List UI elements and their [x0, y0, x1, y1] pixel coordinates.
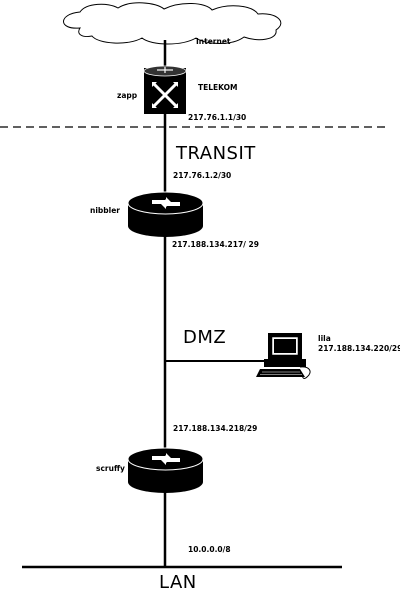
nibbler-router-icon	[127, 191, 204, 237]
lan-label: LAN	[159, 572, 197, 593]
lila-ip-label: 217.188.134.220/29	[318, 344, 400, 353]
scruffy-name-label: scruffy	[96, 464, 125, 473]
lila-name-label: lila	[318, 334, 331, 343]
lila-workstation-icon	[256, 333, 306, 377]
internet-cloud	[63, 2, 282, 45]
scruffy-ip-top-label: 217.188.134.218/29	[173, 424, 258, 433]
nibbler-ip-top-label: 217.76.1.2/30	[173, 171, 232, 180]
zapp-ip-label: 217.76.1.1/30	[188, 113, 247, 122]
scruffy-router-icon	[127, 447, 204, 493]
workstation-cable	[299, 366, 311, 379]
transit-label: TRANSIT	[176, 143, 256, 164]
nibbler-name-label: nibbler	[90, 206, 121, 215]
zapp-provider-label: TELEKOM	[198, 83, 238, 92]
zapp-switch-icon	[143, 65, 187, 114]
nibbler-ip-bottom-label: 217.188.134.217/ 29	[172, 240, 259, 249]
lan-network-label: 10.0.0.0/8	[188, 545, 231, 554]
dmz-label: DMZ	[183, 327, 227, 348]
zapp-name-label: zapp	[117, 91, 138, 100]
internet-label: Internet	[196, 37, 231, 46]
